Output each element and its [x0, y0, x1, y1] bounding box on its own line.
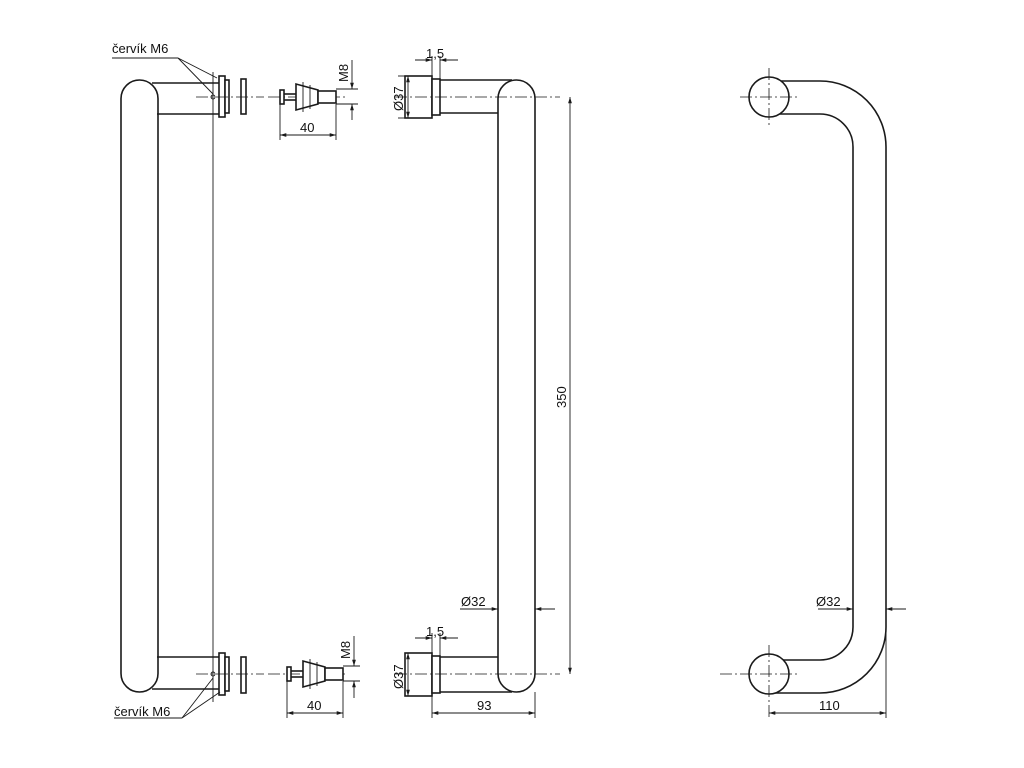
bolt-top-cone: [295, 82, 319, 112]
bolt-top-head: [279, 89, 285, 105]
gap-label-bottom: 1,5: [426, 624, 444, 639]
top-view: Ø32 110: [720, 68, 906, 718]
gap-label-top: 1,5: [426, 46, 444, 61]
flange-dia-label-top: Ø37: [391, 86, 406, 111]
front-view: červík M6 červík M6: [112, 41, 264, 719]
thread-label-bottom: M8: [338, 641, 353, 659]
worm-top-leader-1: [177, 57, 218, 79]
top-flange: [218, 75, 226, 118]
worm-screw-label-bottom: červík M6: [114, 704, 170, 719]
bolt-length-label-bottom: 40: [307, 698, 321, 713]
handle-bar: [120, 79, 159, 693]
depth-93-label: 93: [477, 698, 491, 713]
bolt-bottom-head: [286, 666, 292, 682]
bolt-top-shank: [317, 90, 337, 104]
top-flange-step: [224, 79, 230, 114]
bottom-washer: [240, 656, 247, 694]
bolt-bottom-shank: [324, 667, 344, 681]
length-350-label: 350: [554, 386, 569, 408]
tube-dia-side-label: Ø32: [461, 594, 486, 609]
tube-dia-right-label: Ø32: [816, 594, 841, 609]
side-bottom-ring: [431, 655, 441, 694]
side-handle-bar: [497, 79, 536, 693]
top-view-outer-curve: [769, 80, 887, 694]
bolt-detail-bottom: M8 40: [268, 636, 360, 718]
top-washer: [240, 78, 247, 115]
worm-bottom-leader-2: [181, 691, 221, 719]
width-110-label: 110: [819, 698, 840, 713]
flange-dia-label-bottom: Ø37: [391, 664, 406, 689]
worm-top-leader-2: [177, 57, 214, 95]
side-view: 1,5 Ø37 1,5 Ø37 350 Ø32 93: [391, 46, 572, 718]
worm-screw-label-top: červík M6: [112, 41, 168, 56]
side-bottom-flange: [404, 652, 433, 697]
thread-label-top: M8: [336, 64, 351, 82]
top-view-inner-curve: [780, 113, 854, 661]
bolt-length-label-top: 40: [300, 120, 314, 135]
bolt-detail-top: M8 40: [268, 60, 358, 140]
bolt-bottom-cone: [302, 659, 326, 689]
worm-bottom-leader-1: [181, 677, 214, 719]
